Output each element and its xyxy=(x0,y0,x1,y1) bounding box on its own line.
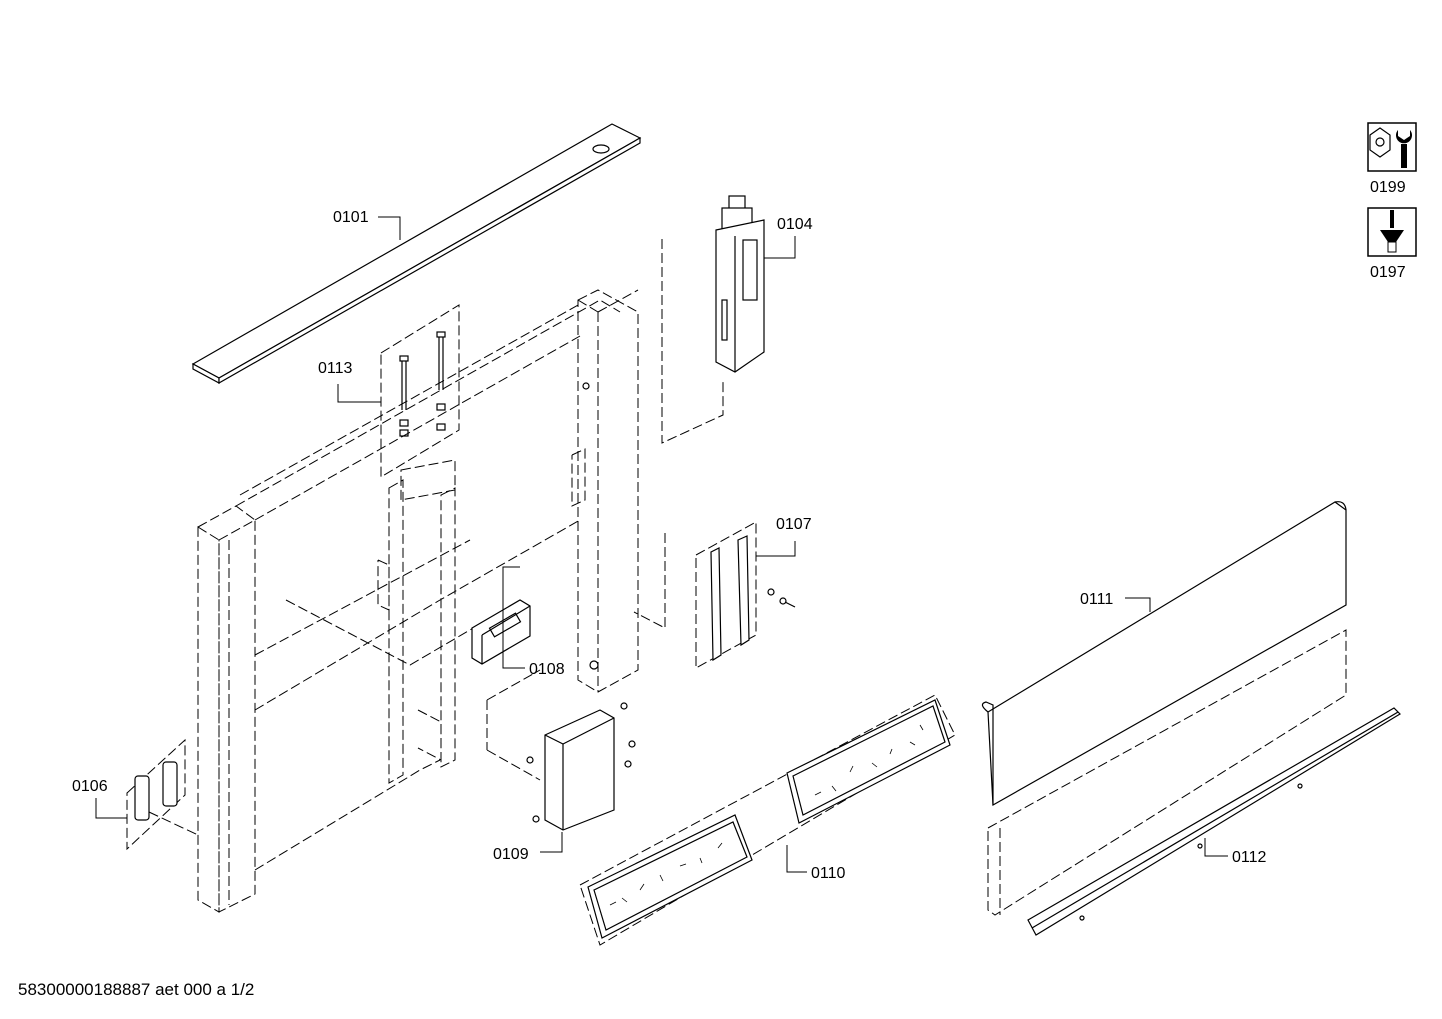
part-0109-control-box xyxy=(526,702,636,831)
label-0199: 0199 xyxy=(1370,179,1406,196)
part-0107-rails xyxy=(633,521,796,669)
label-0106: 0106 xyxy=(72,778,108,795)
screwdriver-screw-icon xyxy=(1367,207,1417,257)
label-0112: 0112 xyxy=(1232,849,1267,866)
label-0111: 0111 xyxy=(1080,591,1113,608)
part-0106-grips xyxy=(126,738,199,851)
part-0111-cover xyxy=(981,501,1347,916)
leader-0113 xyxy=(337,384,381,403)
label-0104: 0104 xyxy=(777,216,813,233)
part-0104-bracket xyxy=(661,195,765,444)
part-0108-switch-block xyxy=(471,599,531,665)
label-0113: 0113 xyxy=(318,360,353,377)
part-0101-top-trim xyxy=(191,123,642,385)
leader-0106 xyxy=(95,798,127,819)
leader-0108 xyxy=(502,566,525,669)
part-0113-bolts xyxy=(380,304,460,478)
nut-wrench-icon xyxy=(1367,122,1417,172)
leader-0107 xyxy=(756,541,796,557)
label-0107: 0107 xyxy=(776,516,812,533)
leader-0104 xyxy=(764,236,796,259)
leader-0111 xyxy=(1125,597,1151,612)
drawing-id: 58300000188887 aet 000 a 1/2 xyxy=(18,980,255,999)
part-0110-glass-panels xyxy=(579,694,956,946)
label-0101: 0101 xyxy=(333,209,369,226)
label-0108: 0108 xyxy=(529,661,565,678)
label-0109: 0109 xyxy=(493,846,529,863)
frame-assembly xyxy=(197,289,639,913)
leader-0110 xyxy=(786,845,807,873)
label-0197: 0197 xyxy=(1370,264,1406,281)
leader-0109 xyxy=(540,832,563,853)
leader-0112 xyxy=(1204,838,1228,857)
leader-0101 xyxy=(378,216,401,240)
part-0112-rail-strip xyxy=(1027,707,1401,936)
label-0110: 0110 xyxy=(811,865,846,882)
